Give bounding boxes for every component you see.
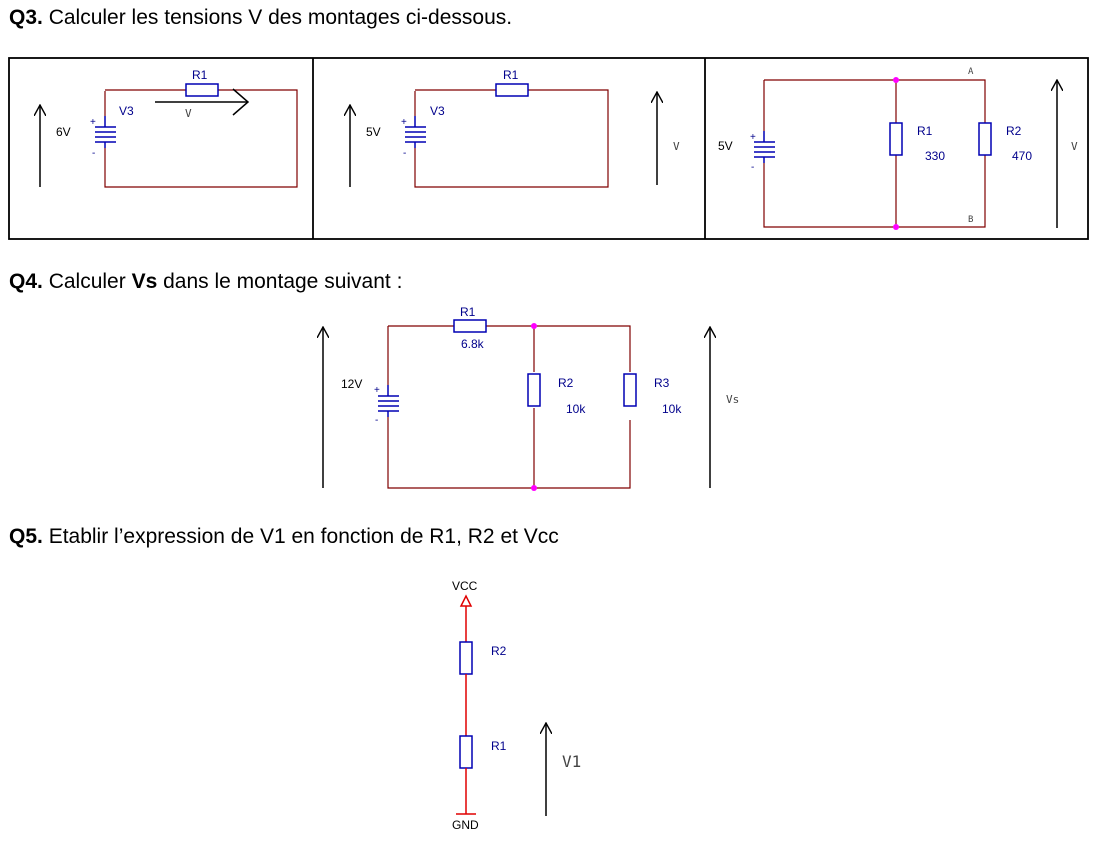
resistor-r2 [527, 373, 541, 407]
plus-sign: + [401, 117, 407, 128]
question-4-text-after: dans le montage suivant : [157, 270, 403, 293]
resistor-r1-value: 6.8k [461, 337, 485, 351]
q3-table [8, 57, 1089, 240]
resistor-r2-value: 470 [1012, 149, 1032, 163]
wire-network [387, 325, 631, 489]
gnd-label: GND [452, 818, 479, 832]
minus-sign: - [92, 148, 95, 159]
node-b-label: B [968, 215, 973, 225]
plus-sign: + [90, 117, 96, 128]
question-5-text: Etablir l’expression de V1 en fonction d… [42, 525, 559, 548]
source-voltage-label: 12V [341, 377, 362, 391]
vs-label: Vs [726, 393, 739, 406]
resistor-r2-label: R2 [1006, 124, 1022, 138]
resistor-r1 [453, 319, 487, 333]
minus-sign: - [403, 148, 406, 159]
question-5-number: Q5. [9, 525, 43, 548]
resistor-r1 [495, 83, 529, 97]
resistor-r3-label: R3 [654, 376, 670, 390]
plus-sign: + [374, 385, 380, 396]
vcc-arrow-icon [459, 594, 473, 607]
resistor-r1-label: R1 [192, 68, 208, 82]
resistor-r1-label: R1 [503, 68, 519, 82]
v-label: V [1071, 140, 1078, 153]
v1-label: V1 [562, 752, 581, 771]
resistor-r1 [889, 122, 903, 156]
voltage-arrow-v-head [232, 88, 250, 116]
resistor-r1-label: R1 [460, 305, 476, 319]
resistor-r2-label: R2 [558, 376, 574, 390]
question-4: Q4. Calculer Vs dans le montage suivant … [9, 270, 402, 294]
node-dot-top [531, 323, 537, 329]
v-label: V [673, 140, 680, 153]
circuit-1: 6V V3 + - R1 V [40, 68, 298, 188]
node-dot-bottom [893, 224, 899, 230]
resistor-r2 [978, 122, 992, 156]
resistor-r2-label: R2 [491, 644, 507, 658]
circuit-4: 12V + - R1 6.8k R2 10k R3 10k Vs [323, 305, 739, 491]
question-4-bold: Vs [131, 270, 158, 293]
resistor-r1-label: R1 [491, 739, 507, 753]
question-4-text-before: Calculer [42, 270, 132, 293]
circuit-3: 5V + - R1 330 R2 470 A B V [718, 67, 1078, 230]
question-3-number: Q3. [9, 6, 43, 29]
v-label: V [185, 107, 192, 120]
resistor-r3-value: 10k [662, 402, 682, 416]
source-name-label: V3 [430, 104, 445, 118]
vcc-label: VCC [452, 579, 478, 593]
minus-sign: - [375, 415, 378, 426]
node-a-label: A [968, 67, 974, 77]
wire-loop [104, 89, 298, 188]
resistor-r1-value: 330 [925, 149, 945, 163]
resistor-r2-value: 10k [566, 402, 586, 416]
question-3: Q3. Calculer les tensions V des montages… [9, 6, 512, 30]
resistor-r3 [623, 373, 637, 407]
resistor-r2 [459, 641, 473, 675]
plus-sign: + [750, 132, 756, 143]
wire-loop [414, 89, 609, 188]
resistor-r1 [185, 83, 219, 97]
node-dot-bottom [531, 485, 537, 491]
battery-symbol [405, 116, 426, 148]
q3-table-border [8, 57, 1089, 240]
wire-network [763, 79, 986, 228]
battery-symbol [378, 385, 399, 417]
source-voltage-label: 5V [366, 125, 381, 139]
node-dot-top [893, 77, 899, 83]
question-4-number: Q4. [9, 270, 43, 293]
resistor-r1 [459, 735, 473, 769]
minus-sign: - [751, 162, 754, 173]
battery-symbol [754, 131, 775, 163]
source-name-label: V3 [119, 104, 134, 118]
source-voltage-label: 5V [718, 139, 733, 153]
question-5: Q5. Etablir l’expression de V1 en foncti… [9, 525, 559, 549]
source-voltage-label: 6V [56, 125, 71, 139]
question-3-text: Calculer les tensions V des montages ci-… [42, 6, 513, 29]
circuit-2: 5V V3 + - R1 V [350, 68, 680, 188]
battery-symbol [95, 116, 116, 148]
resistor-r1-label: R1 [917, 124, 933, 138]
circuit-5: VCC R2 R1 GND V1 [452, 579, 581, 832]
